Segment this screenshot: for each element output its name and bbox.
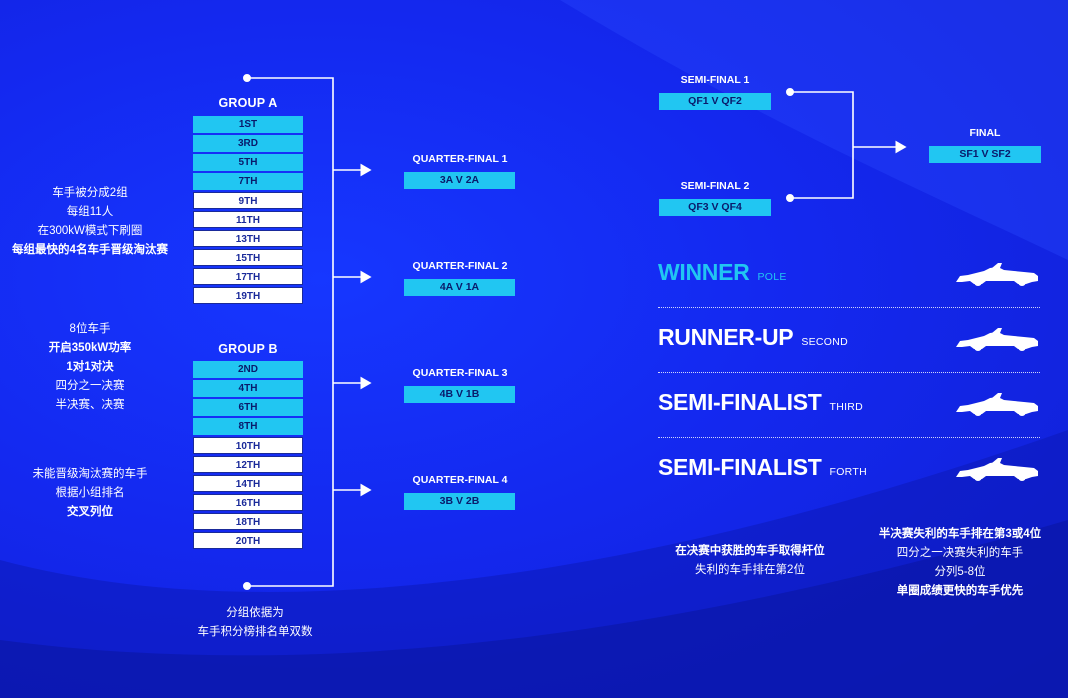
qf4-title: QUARTER-FINAL 4	[412, 474, 508, 486]
group-a-position-cell: 3RD	[193, 135, 303, 152]
note-line: 失利的车手排在第2位	[695, 564, 805, 576]
group-stage-note: 车手被分成2组 每组11人 在300kW模式下刷圈 每组最快的4名车手晋级淘汰赛	[8, 184, 172, 260]
note-line: 半决赛失利的车手排在第3或4位	[878, 528, 1042, 540]
qf3-title: QUARTER-FINAL 3	[412, 367, 508, 379]
ranking-title-text: RUNNER-UP	[658, 324, 794, 350]
group-a-position-cell: 5TH	[193, 154, 303, 171]
note-line: 未能晋级淘汰赛的车手	[32, 468, 148, 480]
qf2-title: QUARTER-FINAL 2	[412, 260, 508, 272]
note-line: 车手积分榜排名单双数	[197, 626, 313, 638]
group-b-position-cell: 20TH	[193, 532, 303, 549]
ranking-divider	[658, 307, 1040, 308]
final-match: SF1 V SF2	[929, 146, 1041, 163]
sf2-match: QF3 V QF4	[659, 199, 771, 216]
ranking-divider	[658, 372, 1040, 373]
group-a-position-cell: 7TH	[193, 173, 303, 190]
ranking-title: SEMI-FINALIST FORTH	[658, 454, 867, 481]
note-line: 四分之一决赛	[55, 380, 125, 392]
group-b-position-cell: 6TH	[193, 399, 303, 416]
qf1-match: 3A V 2A	[404, 172, 515, 189]
duels-note: 8位车手 开启350kW功率 1对1对决 四分之一决赛 半决赛、决赛	[8, 320, 172, 415]
group-a-position-cell: 19TH	[193, 287, 303, 304]
ranking-semi-finalist-third: SEMI-FINALIST THIRD	[658, 382, 1040, 422]
ranking-title: SEMI-FINALIST THIRD	[658, 389, 863, 416]
note-line: 分组依据为	[226, 607, 284, 619]
qf3-match: 4B V 1B	[404, 386, 515, 403]
ranking-title: WINNER POLE	[658, 259, 787, 286]
group-a-position-cell: 11TH	[193, 211, 303, 228]
ranking-runner-up: RUNNER-UP SECOND	[658, 317, 1040, 357]
ranking-title: RUNNER-UP SECOND	[658, 324, 848, 351]
race-car-icon	[956, 328, 1038, 351]
ranking-title-text: WINNER	[658, 259, 750, 285]
group-b-position-cell: 18TH	[193, 513, 303, 530]
group-b-position-cell: 2ND	[193, 361, 303, 378]
ranking-subtitle: FORTH	[829, 466, 867, 478]
note-line: 根据小组排名	[55, 487, 125, 499]
semi-losers-note: 半决赛失利的车手排在第3或4位 四分之一决赛失利的车手 分列5-8位 单圈成绩更…	[855, 525, 1065, 601]
note-line: 每组11人	[66, 206, 114, 218]
ranking-divider	[658, 437, 1040, 438]
ranking-semi-finalist-forth: SEMI-FINALIST FORTH	[658, 447, 1040, 487]
group-b-position-cell: 8TH	[193, 418, 303, 435]
group-b-position-cell: 16TH	[193, 494, 303, 511]
note-line: 单圈成绩更快的车手优先	[896, 585, 1024, 597]
final-result-note: 在决赛中获胜的车手取得杆位 失利的车手排在第2位	[650, 542, 850, 580]
final-title: FINAL	[969, 127, 1001, 139]
ranking-title-text: SEMI-FINALIST	[658, 389, 822, 415]
qf4-match: 3B V 2B	[404, 493, 515, 510]
group-a-table: 1ST 3RD 5TH 7TH 9TH 11TH 13TH 15TH 17TH 19TH	[193, 116, 303, 306]
note-line: 每组最快的4名车手晋级淘汰赛	[12, 244, 168, 256]
qf1-title: QUARTER-FINAL 1	[412, 153, 508, 165]
group-a-title: GROUP A	[218, 96, 278, 110]
note-line: 分列5-8位	[934, 566, 986, 578]
qf2-match: 4A V 1A	[404, 279, 515, 296]
note-line: 1对1对决	[66, 361, 114, 373]
group-a-position-cell: 17TH	[193, 268, 303, 285]
non-qualifiers-note: 未能晋级淘汰赛的车手 根据小组排名 交叉列位	[8, 465, 172, 522]
note-line: 在300kW模式下刷圈	[37, 225, 143, 237]
ranking-subtitle: SECOND	[801, 336, 849, 348]
race-car-icon	[956, 458, 1038, 481]
group-b-title: GROUP B	[218, 342, 278, 356]
group-b-position-cell: 12TH	[193, 456, 303, 473]
group-a-position-cell: 1ST	[193, 116, 303, 133]
group-a-position-cell: 15TH	[193, 249, 303, 266]
note-line: 半决赛、决赛	[55, 399, 125, 411]
race-car-icon	[956, 263, 1038, 286]
group-b-position-cell: 14TH	[193, 475, 303, 492]
ranking-title-text: SEMI-FINALIST	[658, 454, 822, 480]
group-b-table: 2ND 4TH 6TH 8TH 10TH 12TH 14TH 16TH 18TH 20TH	[193, 361, 303, 551]
note-line: 车手被分成2组	[52, 187, 128, 199]
sf2-title: SEMI-FINAL 2	[680, 180, 750, 192]
group-b-position-cell: 10TH	[193, 437, 303, 454]
race-car-icon	[956, 393, 1038, 416]
note-line: 交叉列位	[67, 506, 113, 518]
group-a-position-cell: 13TH	[193, 230, 303, 247]
note-line: 开启350kW功率	[48, 342, 132, 354]
ranking-subtitle: POLE	[757, 271, 787, 283]
ranking-winner: WINNER POLE	[658, 252, 1040, 292]
note-line: 8位车手	[69, 323, 111, 335]
note-line: 四分之一决赛失利的车手	[896, 547, 1024, 559]
sf1-match: QF1 V QF2	[659, 93, 771, 110]
sf1-title: SEMI-FINAL 1	[680, 74, 750, 86]
note-line: 在决赛中获胜的车手取得杆位	[675, 545, 825, 557]
group-b-position-cell: 4TH	[193, 380, 303, 397]
grouping-basis-note: 分组依据为 车手积分榜排名单双数	[170, 604, 340, 642]
ranking-subtitle: THIRD	[829, 401, 864, 413]
group-a-position-cell: 9TH	[193, 192, 303, 209]
